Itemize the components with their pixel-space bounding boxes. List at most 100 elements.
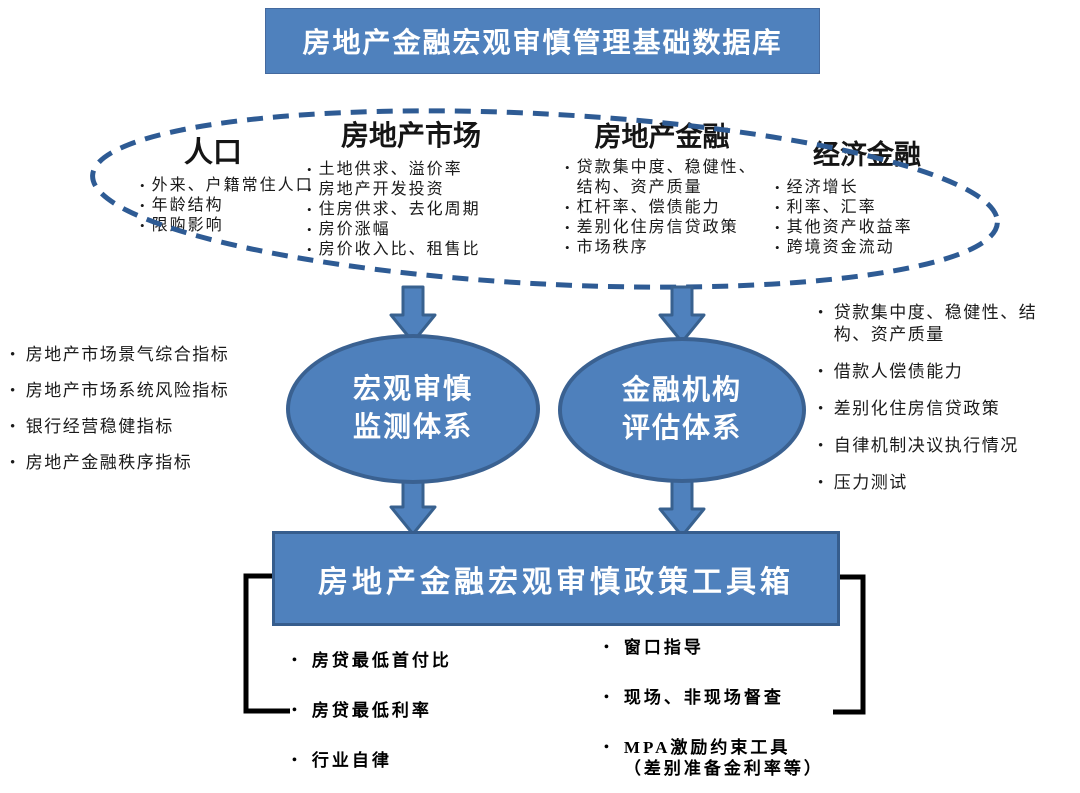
list-item: •跨境资金流动 <box>768 238 966 258</box>
list-item: • 其他资产收益率 <box>768 218 966 238</box>
list-item-label: 压力测试 <box>833 473 908 492</box>
list-item: • 房贷最低利率 <box>292 700 507 721</box>
arrow-down-to-assessment-ellipse <box>658 285 706 344</box>
list-item: • 差别化住房信贷政策 <box>558 218 766 238</box>
list-item-label: 年龄结构 <box>151 197 224 214</box>
bullet-icon: • <box>307 222 314 237</box>
bullet-icon: • <box>604 640 612 655</box>
list-item-label: 差别化住房信贷政策 <box>833 399 1001 418</box>
category-item-list: •土地供求、溢价率•房地产开发投资 • 住房供求、去化周期 • 房价涨幅 •房价收入比、租… <box>300 160 522 260</box>
list-item-label: 外来、户籍常住人口 <box>151 177 314 194</box>
bullet-icon: • <box>292 753 300 768</box>
category-title: 人口 <box>183 137 242 169</box>
list-item: • 外来、户籍常住人口 <box>133 176 312 196</box>
bullet-icon: • <box>565 160 572 175</box>
list-item-label: 跨境资金流动 <box>786 239 895 256</box>
list-item: • 房地产金融秩序指标 <box>10 452 278 474</box>
list-item: •房地产开发投资 <box>300 180 522 200</box>
arrow-assessment-to-toolbox <box>658 479 706 538</box>
list-item-label: 杠杆率、偿债能力 <box>576 199 721 216</box>
bullet-icon: • <box>775 220 782 235</box>
list-item-label: 差别化住房信贷政策 <box>576 219 739 236</box>
list-item-label: MPA激励约束工具 （差别准备金利率等） <box>623 738 824 778</box>
bullet-icon: • <box>565 200 572 215</box>
bullet-icon: • <box>565 240 572 255</box>
list-item: • 利率、汇率 <box>768 198 966 218</box>
bullet-icon: • <box>565 220 572 235</box>
list-item-label: 现场、非现场督查 <box>623 688 784 707</box>
bullet-icon: • <box>604 740 612 755</box>
list-item-label: 房价涨幅 <box>318 221 391 238</box>
list-item: • 住房供求、去化周期 <box>300 200 522 220</box>
bullet-icon: • <box>140 178 147 193</box>
category-title: 经济金融 <box>813 140 921 170</box>
arrow-monitor-to-toolbox <box>389 477 437 536</box>
monitor-indicator-list: •房地产市场景气综合指标•房地产市场系统风险指标•银行经营稳健指标•房地产金融秩… <box>10 344 278 488</box>
list-item-label: 房贷最低首付比 <box>311 651 452 670</box>
bullet-icon: • <box>10 347 17 363</box>
category-title: 房地产金融 <box>594 122 730 152</box>
list-item: • 房价涨幅 <box>300 220 522 240</box>
bullet-icon: • <box>10 455 17 471</box>
list-item-label: 自律机制决议执行情况 <box>833 436 1019 455</box>
toolbox-tools-right-list: •窗口指导•现场、非现场督查•MPA激励约束工具 （差别准备金利率等） <box>604 637 859 793</box>
list-item: • 差别化住房信贷政策 <box>818 398 1052 420</box>
list-item-label: 房地产金融秩序指标 <box>25 453 193 472</box>
bullet-icon: • <box>292 653 300 668</box>
bullet-icon: • <box>775 200 782 215</box>
bullet-icon: • <box>818 305 825 321</box>
list-item: •土地供求、溢价率 <box>300 160 522 180</box>
list-item: • 经济增长 <box>768 178 966 198</box>
assessment-system-label: 金融机构 评估体系 <box>621 375 742 444</box>
list-item-label: 贷款集中度、稳健性、结构、资产质量 <box>833 303 1038 344</box>
bullet-icon: • <box>604 690 612 705</box>
bullet-icon: • <box>307 202 314 217</box>
category-title: 房地产市场 <box>340 121 481 152</box>
bullet-icon: • <box>292 703 300 718</box>
list-item: • 现场、非现场督查 <box>604 687 859 708</box>
list-item: •窗口指导 <box>604 637 859 658</box>
monitor-system-label: 宏观审慎 监测体系 <box>352 374 473 443</box>
assessment-system-ellipse: 金融机构 评估体系 <box>558 337 806 483</box>
list-item-label: 房地产市场景气综合指标 <box>25 345 230 364</box>
list-item-label: 房价收入比、租售比 <box>318 241 481 258</box>
bullet-icon: • <box>818 438 825 454</box>
list-item-label: 其他资产收益率 <box>786 219 913 236</box>
list-item: •贷款集中度、稳健性、结构、资产质量 <box>558 158 766 198</box>
category-item-list: •贷款集中度、稳健性、结构、资产质量•杠杆率、偿债能力•差别化住房信贷政策•市场… <box>558 158 766 258</box>
list-item: •银行经营稳健指标 <box>10 416 278 438</box>
list-item: • 贷款集中度、稳健性、结构、资产质量 <box>818 302 1052 346</box>
list-item: • MPA激励约束工具 （差别准备金利率等） <box>604 737 859 779</box>
list-item-label: 利率、汇率 <box>786 199 877 216</box>
category-box-real-estate-finance: 房地产金融 •贷款集中度、稳健性、结构、资产质量•杠杆率、偿债能力•差别化住房信… <box>558 112 766 274</box>
category-box-economy-finance: 经济金融 • 经济增长 • 利率、汇率 • 其他资产收益率 •跨境资金流动 <box>768 118 966 266</box>
bullet-icon: • <box>818 401 825 417</box>
list-item-label: 房地产市场系统风险指标 <box>25 381 230 400</box>
list-item: •房地产市场系统风险指标 <box>10 380 278 402</box>
list-item: • 杠杆率、偿债能力 <box>558 198 766 218</box>
bullet-icon: • <box>10 419 17 435</box>
toolbox-title: 房地产金融宏观审慎政策工具箱 <box>318 565 794 599</box>
list-item-label: 住房供求、去化周期 <box>318 201 481 218</box>
list-item: •房价收入比、租售比 <box>300 240 522 260</box>
bullet-icon: • <box>140 198 147 213</box>
list-item: • 市场秩序 <box>558 238 766 258</box>
list-item-label: 行业自律 <box>311 751 392 770</box>
list-item: • 行业自律 <box>292 750 507 771</box>
list-item-label: 限购影响 <box>151 217 224 234</box>
category-item-list: • 经济增长 • 利率、汇率 • 其他资产收益率 •跨境资金流动 <box>768 178 966 258</box>
list-item-label: 借款人偿债能力 <box>833 362 964 381</box>
list-item-label: 经济增长 <box>786 179 859 196</box>
database-title-box: 房地产金融宏观审慎管理基础数据库 <box>265 8 820 74</box>
assessment-indicator-list: • 贷款集中度、稳健性、结构、资产质量 •借款人偿债能力 • 差别化住房信贷政策 • 自律机… <box>818 302 1052 509</box>
bullet-icon: • <box>140 218 147 233</box>
list-item-label: 市场秩序 <box>576 239 649 256</box>
list-item-label: 土地供求、溢价率 <box>318 161 463 178</box>
database-title: 房地产金融宏观审慎管理基础数据库 <box>302 28 783 59</box>
bullet-icon: • <box>775 180 782 195</box>
list-item: • 自律机制决议执行情况 <box>818 435 1052 457</box>
list-item: • 年龄结构 <box>133 196 293 216</box>
toolbox-tools-left-list: • 房贷最低首付比 • 房贷最低利率 • 行业自律 <box>292 650 507 793</box>
list-item-label: 房贷最低利率 <box>311 701 432 720</box>
list-item: •借款人偿债能力 <box>818 361 1052 383</box>
